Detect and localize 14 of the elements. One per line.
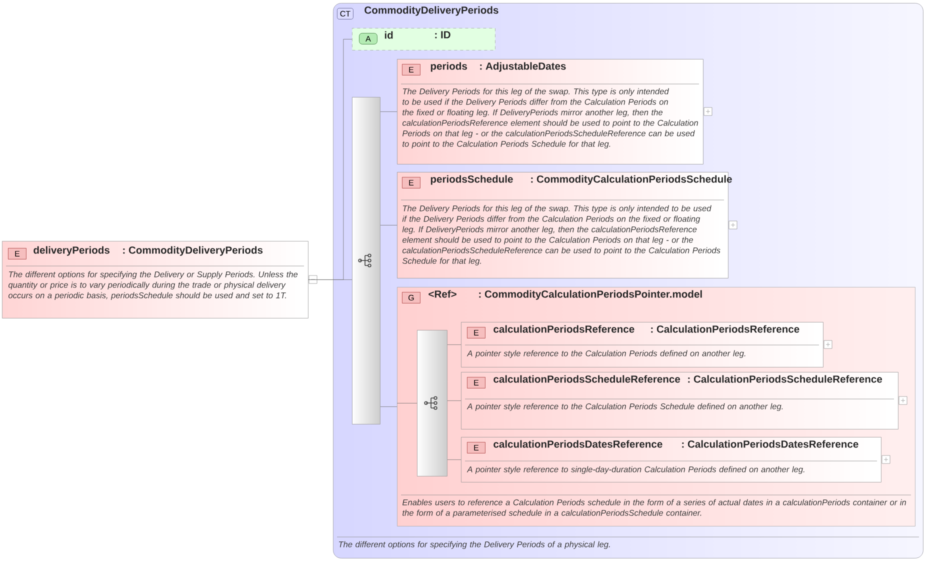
connector-line (447, 400, 462, 401)
attribute-box: A id : ID (352, 28, 496, 50)
element-box: E calculationPeriodsScheduleReference : CalculationPeriodsScheduleReference A pointer style reference to the Calculation Periods Schedule defined on another leg. (461, 372, 898, 430)
sequence-bar (352, 97, 380, 424)
element-box: E periodsSchedule : CommodityCalculationPeriodsSchedule The Delivery Periods for this leg of the swap. This type is only intended to be used if the Delivery Periods differ from the Calculation Periods on the fixed or floating leg. If DeliveryPeriods mirror another leg, then the calculationPeriodsReference element should be used to point to the Calculation Periods on that leg - or the calculationPeriodsScheduleReference can be used to point to the Calculation Periods Schedule for that leg. (397, 172, 732, 278)
connector-line (380, 225, 398, 226)
element-box: E calculationPeriodsDatesReference : CalculationPeriodsDatesReference A pointer style reference to single-day-duration Calculation Periods defined on another leg. (461, 437, 882, 482)
element-box: E deliveryPeriods : CommodityDeliveryPeriods The different options for specifying the Delivery or Supply Periods. Unless the quantity or price is to vary periodically during the trade or physical delivery occurs on a periodic basis, periodsSchedule should be used and set to 1T. (2, 241, 308, 318)
sequence-bar (417, 330, 448, 476)
connector-line (396, 403, 418, 404)
connector-line (447, 344, 462, 345)
connector-line (380, 406, 398, 407)
element-box: E calculationPeriodsReference : CalculationPeriodsReference A pointer style reference to the Calculation Periods defined on another leg. (461, 322, 824, 368)
element-box: E periods : AdjustableDates The Delivery Periods for this leg of the swap. This type is only intended to be used if the Delivery Periods differ from the Calculation Periods on the fixed or floating leg. If DeliveryPeriods mirror another leg, then the calculationPeriodsReference element should be used to point to the Calculation Periods on that leg - or the calculationPeriodsScheduleReference can be used to point to the Calculation Periods Schedule for that leg. (397, 59, 704, 164)
